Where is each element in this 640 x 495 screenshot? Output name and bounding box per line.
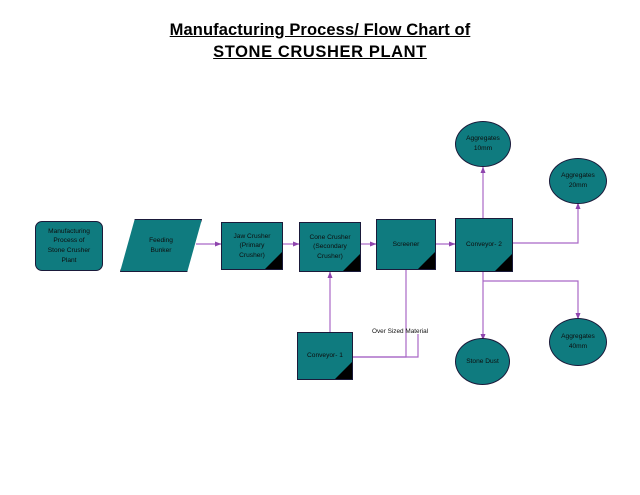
node-screener-label: Screener [392,240,420,248]
corner-marker-icon [418,252,435,269]
corner-marker-icon [495,254,512,271]
node-aggregates-40mm-label: Aggregates 40mm [561,333,595,350]
node-aggregates-20mm[interactable]: Aggregates 20mm [549,158,607,204]
edge-oversized-to-conveyor1 [346,334,419,360]
node-cone-crusher-label: Cone Crusher (Secondary Crusher) [309,233,351,260]
node-jaw-crusher[interactable]: Jaw Crusher (Primary Crusher) [221,222,283,270]
node-stone-dust-label: Stone Dust [466,357,499,365]
node-screener[interactable]: Screener [376,219,436,270]
edge-conveyor2-to-agg20 [513,202,581,244]
corner-marker-icon [335,362,352,379]
title-line-1: Manufacturing Process/ Flow Chart of [169,21,471,39]
node-aggregates-40mm[interactable]: Aggregates 40mm [549,318,607,366]
node-conveyor-2-label: Conveyor- 2 [466,241,502,249]
title-line-2: STONE CRUSHER PLANT [213,42,427,61]
node-start-label: Manufacturing Process of Stone Crusher P… [47,227,91,264]
node-conveyor-1[interactable]: Conveyor- 1 [297,332,353,380]
node-start[interactable]: Manufacturing Process of Stone Crusher P… [35,221,103,271]
node-cone-crusher[interactable]: Cone Crusher (Secondary Crusher) [299,222,361,272]
node-aggregates-10mm-label: Aggregates 10mm [466,135,500,152]
node-stone-dust[interactable]: Stone Dust [455,338,510,385]
node-jaw-crusher-label: Jaw Crusher (Primary Crusher) [233,232,271,259]
corner-marker-icon [265,252,282,269]
node-conveyor-2[interactable]: Conveyor- 2 [455,218,513,272]
parallelogram-shape [120,219,202,272]
node-feeding-bunker-label: Feeding Bunker [149,236,173,254]
edge-conveyor2-to-agg40 [483,280,581,320]
node-feeding-bunker[interactable]: Feeding Bunker [120,219,202,272]
edge-screener-to-conveyor1 [346,270,407,360]
corner-marker-icon [343,254,360,271]
edge-label-over-sized-material: Over Sized Material [372,328,429,335]
node-aggregates-10mm[interactable]: Aggregates 10mm [455,121,511,167]
node-aggregates-20mm-label: Aggregates 20mm [561,172,595,189]
chart-title: Manufacturing Process/ Flow Chart of STO… [0,20,640,64]
node-conveyor-1-label: Conveyor- 1 [307,352,343,360]
